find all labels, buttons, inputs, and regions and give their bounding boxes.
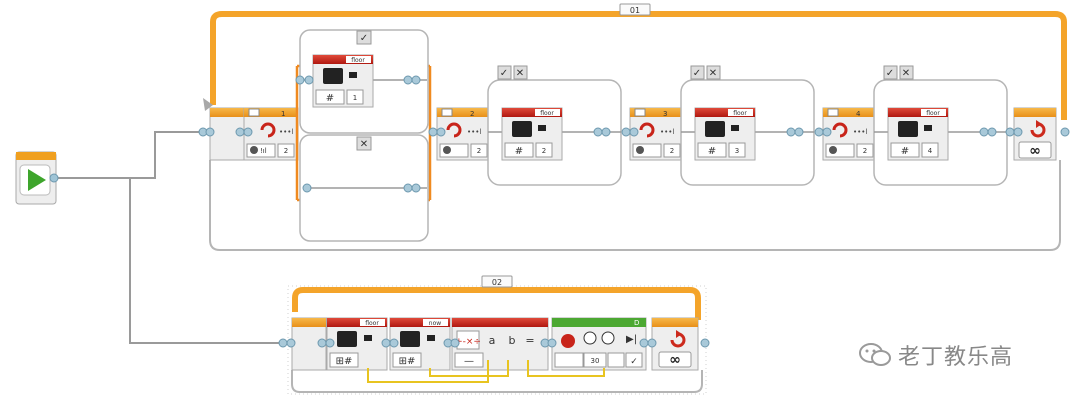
suitcase-icon — [512, 121, 532, 137]
watermark: 老丁教乐高 — [858, 338, 1013, 372]
svg-text:!ıl: !ıl — [260, 147, 267, 155]
suitcase-icon — [400, 331, 420, 347]
svg-text:•••l: •••l — [660, 128, 674, 136]
var-name-now: now — [429, 320, 441, 327]
loop-01-infinity: ∞ — [1029, 143, 1041, 159]
case-1-true-check: ✓ — [360, 33, 368, 44]
var-value-case-2: 2 — [542, 147, 546, 155]
variable-read-now[interactable]: now ⊞# — [389, 317, 451, 371]
loop-arrow-icon — [1030, 120, 1046, 138]
switch-case-1[interactable]: 1 •••l !ıl 2 ✓ floor # 1 ✕ — [243, 29, 432, 242]
math-input-a: a — [489, 334, 496, 347]
loop-01-label: 01 — [630, 6, 640, 15]
switch-case-2[interactable]: 2 •••l 2 ✓ ✕ floor # 2 — [436, 65, 622, 186]
wechat-icon — [859, 343, 891, 366]
motor-port: D — [634, 319, 639, 327]
port-value-4: 2 — [863, 147, 867, 155]
switch-case-4[interactable]: 4 •••l 2 ✓ ✕ floor # 4 — [822, 65, 1008, 186]
loop-01[interactable]: 01 ∞ — [203, 3, 1067, 251]
port-value-3: 2 — [670, 147, 674, 155]
var-name-case-1: floor — [351, 57, 365, 64]
var-value-case-4: 4 — [928, 147, 933, 155]
loop-02-infinity: ∞ — [669, 352, 681, 368]
math-block[interactable]: +-×÷ a b = — — [451, 317, 549, 371]
svg-text:⊞#: ⊞# — [336, 356, 353, 367]
data-wires — [367, 360, 605, 383]
sensor-port-1: 1 — [281, 110, 285, 118]
loop-02-label: 02 — [492, 278, 502, 287]
motor-power: 30 — [591, 357, 600, 365]
svg-text:•••l: •••l — [853, 128, 867, 136]
variable-block-case-1[interactable]: floor # 1 — [312, 54, 374, 108]
math-output: = — [525, 334, 534, 347]
var-name-case-2: floor — [540, 110, 554, 117]
port-value-2: 2 — [477, 147, 481, 155]
svg-text:#: # — [901, 146, 909, 157]
svg-text:⊞#: ⊞# — [399, 356, 416, 367]
svg-text:#: # — [708, 146, 716, 157]
rotation-icon — [601, 331, 615, 345]
play-icon — [28, 169, 46, 191]
gyro-icon — [639, 122, 655, 138]
case-3-cross: ✕ — [709, 68, 717, 79]
loop-01-connectors — [198, 75, 1070, 193]
case-3-check: ✓ — [693, 68, 701, 79]
sequence-wires — [56, 131, 285, 344]
gyro-icon — [832, 122, 848, 138]
svg-text:✓: ✓ — [630, 357, 638, 367]
var-value-case-3: 3 — [735, 147, 739, 155]
watermark-text: 老丁教乐高 — [898, 345, 1014, 370]
case-4-cross: ✕ — [902, 68, 910, 79]
loop-02[interactable]: 02 floor ⊞# now ⊞# — [278, 275, 710, 395]
gyro-icon — [446, 122, 462, 138]
svg-text:•••l: •••l — [279, 128, 293, 136]
sensor-port-3: 3 — [663, 110, 667, 118]
case-2-cross: ✕ — [516, 68, 524, 79]
motor-block[interactable]: D ▶| 30 ✓ — [551, 317, 647, 371]
var-name-floor: floor — [365, 320, 379, 327]
math-mode-subtract: — — [464, 356, 474, 367]
brake-icon: ▶| — [626, 334, 637, 345]
case-2-check: ✓ — [500, 68, 508, 79]
motor-icon — [561, 334, 575, 348]
case-1-false-check: ✕ — [360, 139, 368, 150]
var-name-case-3: floor — [733, 110, 747, 117]
sensor-port-4: 4 — [856, 110, 861, 118]
loop-02-end: ∞ — [651, 317, 699, 371]
loop-arrow-icon — [670, 330, 686, 348]
suitcase-icon — [323, 68, 343, 84]
case-4-check: ✓ — [886, 68, 894, 79]
switch-case-3[interactable]: 3 •••l 2 ✓ ✕ floor # 3 — [629, 65, 815, 186]
suitcase-icon — [337, 331, 357, 347]
svg-text:•••l: •••l — [467, 128, 481, 136]
math-operators-icon: +-×÷ — [455, 337, 481, 347]
port-value-1: 2 — [284, 147, 288, 155]
var-name-case-4: floor — [926, 110, 940, 117]
variable-block-case-2[interactable]: floor # 2 — [501, 107, 563, 161]
variable-block-case-4[interactable]: floor # 4 — [887, 107, 949, 161]
gyro-icon — [260, 122, 276, 138]
variable-read-floor[interactable]: floor ⊞# — [326, 317, 388, 371]
svg-text:#: # — [515, 146, 523, 157]
svg-text:#: # — [326, 93, 334, 104]
speed-icon — [583, 331, 597, 345]
math-input-b: b — [509, 334, 516, 347]
suitcase-icon — [705, 121, 725, 137]
variable-block-case-3[interactable]: floor # 3 — [694, 107, 756, 161]
var-value-case-1: 1 — [353, 94, 357, 102]
start-block[interactable] — [15, 151, 59, 205]
loop-01-end: ∞ — [1013, 107, 1057, 161]
sensor-port-2: 2 — [470, 110, 474, 118]
suitcase-icon — [898, 121, 918, 137]
